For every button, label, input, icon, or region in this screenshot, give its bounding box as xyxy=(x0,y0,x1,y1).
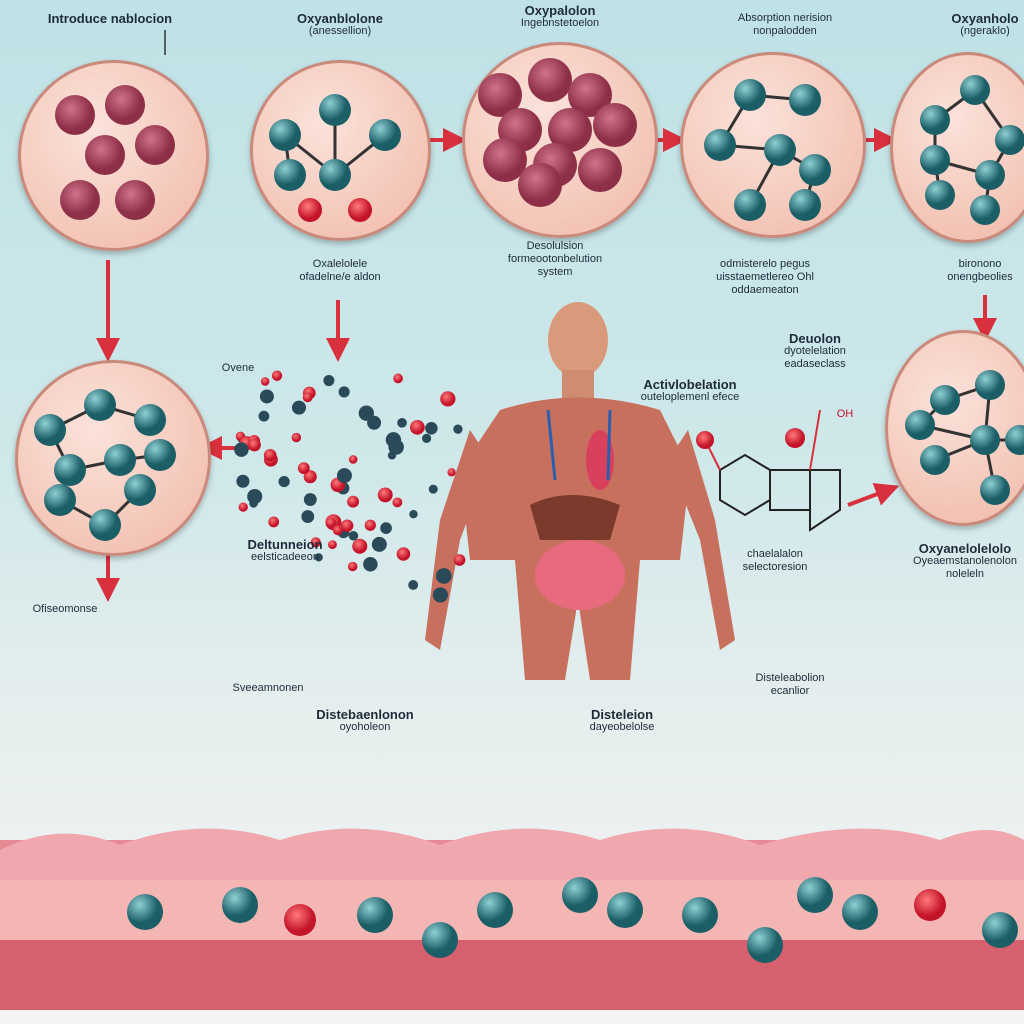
molecule-atom xyxy=(980,475,1010,505)
blood-cell xyxy=(60,180,100,220)
activ-sub: outeloplemenl efece xyxy=(641,391,739,403)
top-label-title: Oxypalolon xyxy=(521,4,599,17)
molecule-atom xyxy=(144,439,176,471)
molecule-atom xyxy=(84,389,116,421)
molecule-atom xyxy=(1005,425,1024,455)
molecule-atom xyxy=(920,445,950,475)
deuolon-sub: dyotelelation xyxy=(784,345,846,357)
blood-cell xyxy=(518,163,562,207)
top-label-title: Introduce nablocion xyxy=(48,12,172,25)
top-label-sub: (ngeraklo) xyxy=(960,25,1010,37)
bottom-label: dayeobelolse xyxy=(590,721,655,733)
mid-label: system xyxy=(538,266,573,278)
molecule-atom xyxy=(274,159,306,191)
molecule-atom xyxy=(970,425,1000,455)
bottom-label: Distebaenlonon xyxy=(316,708,414,721)
chael-label: selectoresion xyxy=(743,561,808,573)
top-label-title: Oxyanblolone xyxy=(297,12,383,25)
molecule-atom xyxy=(124,474,156,506)
molecule-atom xyxy=(89,509,121,541)
deuolon-title: Deuolon xyxy=(784,332,846,345)
molecule-atom xyxy=(269,119,301,151)
molecule-atom xyxy=(925,180,955,210)
red-cell xyxy=(348,198,372,222)
ofiseo-label: Ofiseomonse xyxy=(33,603,98,615)
molecule-atom xyxy=(905,410,935,440)
molecule-atom xyxy=(764,134,796,166)
mid-label: uisstaemetlereo Ohl xyxy=(716,271,814,283)
molecule-atom xyxy=(920,145,950,175)
molecule-atom xyxy=(704,129,736,161)
mid-label: ofadelne/e aldon xyxy=(299,271,380,283)
blood-cell xyxy=(115,180,155,220)
mid-label: onengbeolies xyxy=(947,271,1012,283)
bottom-label: oyoholeon xyxy=(340,721,391,733)
bottom-label: ecanlior xyxy=(771,685,810,697)
bottom-label: Disteleabolion xyxy=(755,672,824,684)
oxy-sub: noleleln xyxy=(946,568,984,580)
molecule-atom xyxy=(319,94,351,126)
molecule-atom xyxy=(920,105,950,135)
mid-label: Desolulsion xyxy=(527,240,584,252)
top-label-title: Oxyanholo xyxy=(951,12,1018,25)
chael-label: chaelalalon xyxy=(747,548,803,560)
mid-label: formeootonbelution xyxy=(508,253,602,265)
molecule-atom xyxy=(104,444,136,476)
delt-sub: eelsticadeeon xyxy=(251,551,319,563)
blood-cell xyxy=(135,125,175,165)
deuolon-sub: eadaseclass xyxy=(784,358,845,370)
blood-cell xyxy=(55,95,95,135)
molecule-atom xyxy=(799,154,831,186)
molecule-atom xyxy=(134,404,166,436)
molecule-atom xyxy=(34,414,66,446)
top-label-sub: nonpalodden xyxy=(753,25,817,37)
oxy-sub: Oyeaemstanolenolon xyxy=(913,555,1017,567)
molecule-atom xyxy=(930,385,960,415)
molecule-atom xyxy=(44,484,76,516)
molecule-atom xyxy=(975,160,1005,190)
molecule-atom xyxy=(369,119,401,151)
blood-cell xyxy=(85,135,125,175)
molecule-atom xyxy=(734,79,766,111)
top-label-sub: (anessellion) xyxy=(309,25,371,37)
oh-label: OH xyxy=(837,408,854,420)
molecule-atom xyxy=(975,370,1005,400)
molecule-atom xyxy=(960,75,990,105)
blood-cell xyxy=(593,103,637,147)
top-label-title: Absorption nerision xyxy=(738,12,832,24)
oxy-title: Oxyanelolelolo xyxy=(913,542,1017,555)
mid-label: oddaemeaton xyxy=(731,284,798,296)
blood-cell xyxy=(528,58,572,102)
blood-cell xyxy=(105,85,145,125)
mid-label: Oxalelolele xyxy=(313,258,367,270)
delt-title: Deltunneion xyxy=(247,538,322,551)
red-cell xyxy=(298,198,322,222)
ovene-label: Ovene xyxy=(222,362,254,374)
bottom-label: Sveeamnonen xyxy=(233,682,304,694)
activ-title: Activlobelation xyxy=(641,378,739,391)
molecule-atom xyxy=(734,189,766,221)
molecule-atom xyxy=(789,84,821,116)
top-label-sub: Ingebnstetoelon xyxy=(521,17,599,29)
molecule-atom xyxy=(995,125,1024,155)
molecule-atom xyxy=(54,454,86,486)
blood-cell xyxy=(578,148,622,192)
mid-label: odmisterelo pegus xyxy=(720,258,810,270)
molecule-atom xyxy=(970,195,1000,225)
bottom-label: Disteleion xyxy=(590,708,655,721)
molecule-atom xyxy=(789,189,821,221)
mid-label: bironono xyxy=(959,258,1002,270)
molecule-atom xyxy=(319,159,351,191)
